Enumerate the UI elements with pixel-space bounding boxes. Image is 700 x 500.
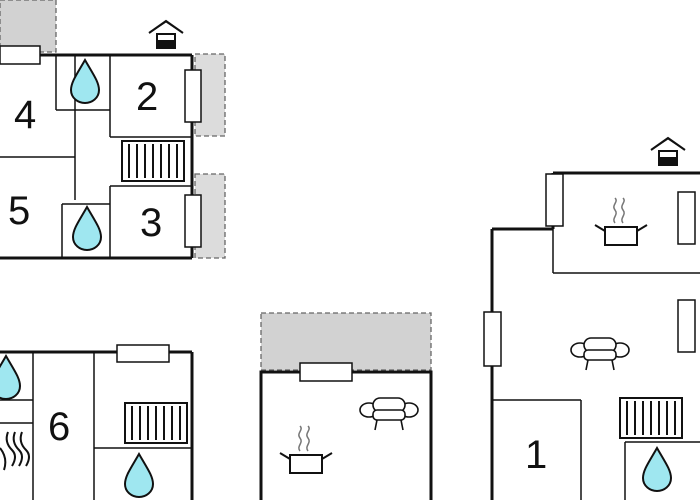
sofa-icon — [570, 337, 630, 371]
radiator-icon — [124, 402, 188, 444]
water-drop-icon — [124, 453, 154, 498]
window-icon — [677, 299, 696, 353]
house-icon — [148, 20, 184, 49]
radiator-icon — [121, 140, 185, 182]
water-drop-icon — [0, 355, 21, 400]
room-number: 1 — [525, 433, 547, 477]
room-number: 6 — [48, 405, 70, 449]
window-icon — [184, 69, 202, 123]
radiator-icon — [619, 397, 683, 439]
room-number: 2 — [136, 75, 158, 119]
cooking-pot-icon — [594, 197, 648, 246]
room-number: 5 — [8, 189, 30, 233]
sauna-heat-icon — [0, 431, 30, 471]
basement-floor-plan: 6 — [0, 344, 194, 500]
terrace — [260, 312, 432, 371]
window-icon — [483, 311, 502, 367]
room-number: 4 — [14, 93, 36, 137]
window-icon — [0, 45, 41, 65]
main-floor-plan: 1 — [483, 137, 700, 500]
window-icon — [116, 344, 170, 363]
window-icon — [184, 194, 202, 248]
upper-floor-plan: 4 5 2 3 — [0, 0, 226, 260]
water-drop-icon — [72, 206, 102, 251]
window-icon — [545, 173, 564, 227]
room-number: 3 — [140, 201, 162, 245]
window-icon — [677, 191, 696, 245]
annex-floor-plan — [259, 312, 433, 500]
water-drop-icon — [642, 447, 672, 492]
window-icon — [299, 362, 353, 382]
house-icon — [650, 137, 686, 166]
terrace — [0, 0, 57, 53]
